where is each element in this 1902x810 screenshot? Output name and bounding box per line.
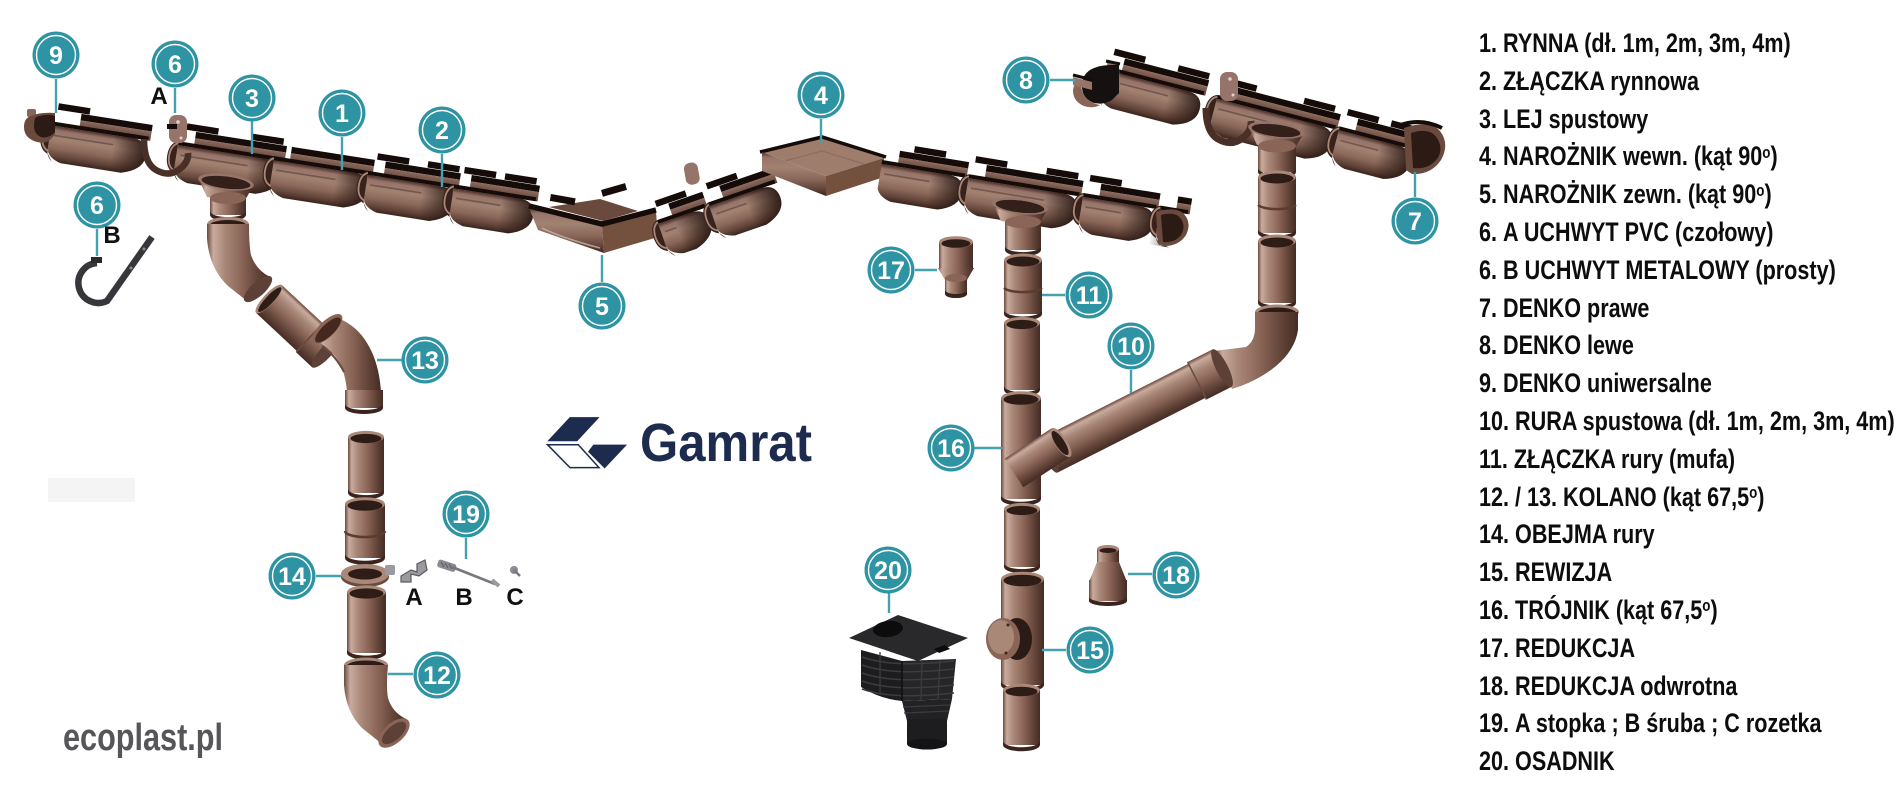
svg-text:6: 6 — [90, 192, 104, 220]
svg-text:12: 12 — [423, 662, 451, 690]
svg-text:6: 6 — [168, 51, 182, 79]
svg-text:Gamrat: Gamrat — [640, 413, 812, 473]
svg-text:20: 20 — [874, 557, 902, 585]
svg-text:19: 19 — [452, 501, 480, 529]
svg-text:10: 10 — [1117, 333, 1145, 361]
svg-text:11: 11 — [1076, 282, 1103, 310]
svg-text:B: B — [455, 584, 472, 611]
svg-text:13: 13 — [411, 347, 439, 375]
svg-text:7: 7 — [1408, 208, 1422, 236]
svg-text:2: 2 — [435, 117, 449, 145]
svg-text:A: A — [405, 584, 422, 611]
svg-text:1: 1 — [335, 100, 349, 128]
svg-text:9: 9 — [49, 42, 63, 70]
svg-text:ecoplast.pl: ecoplast.pl — [63, 717, 223, 759]
svg-text:4: 4 — [814, 82, 828, 110]
svg-text:5: 5 — [595, 293, 609, 321]
svg-text:C: C — [506, 584, 523, 611]
svg-text:14: 14 — [278, 563, 306, 591]
svg-text:8: 8 — [1019, 67, 1033, 95]
svg-text:18: 18 — [1162, 562, 1190, 590]
svg-text:16: 16 — [937, 435, 965, 463]
svg-text:A: A — [150, 83, 167, 110]
svg-text:3: 3 — [245, 85, 259, 113]
svg-text:B: B — [103, 222, 120, 249]
svg-text:17: 17 — [877, 257, 905, 285]
svg-text:15: 15 — [1076, 637, 1104, 665]
